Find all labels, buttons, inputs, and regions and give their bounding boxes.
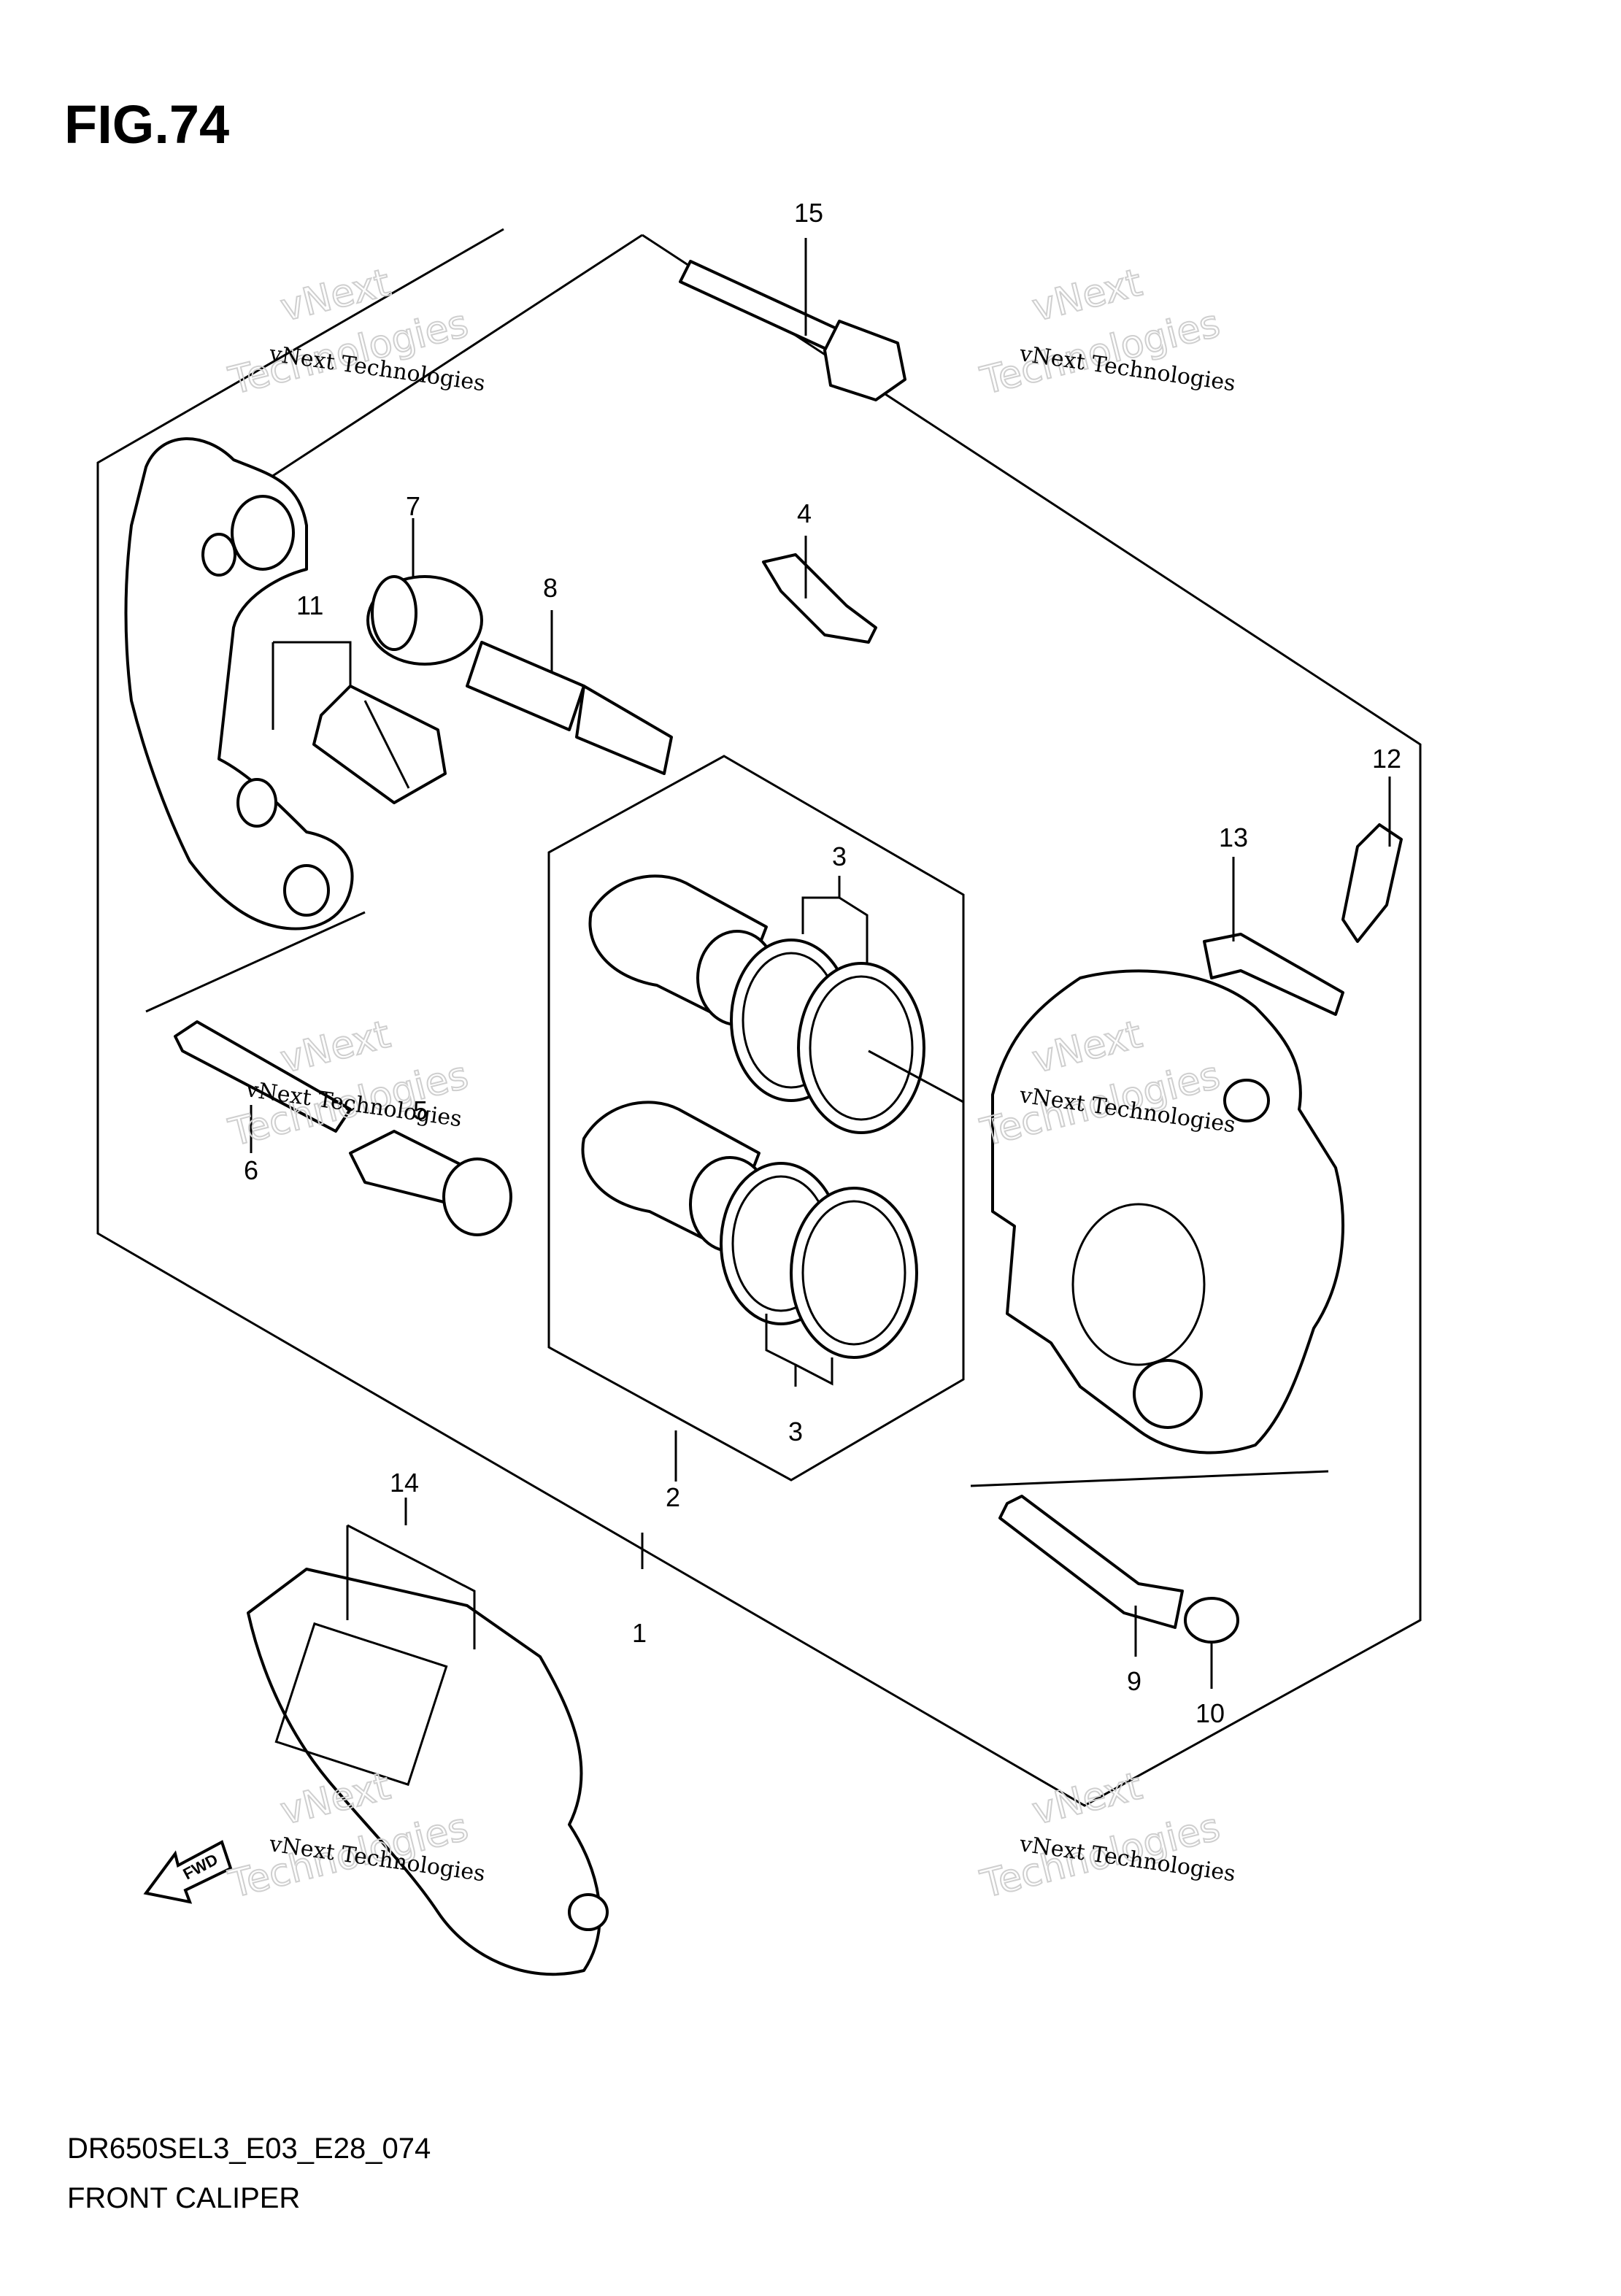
caliper-bracket [124, 437, 354, 931]
seal-kit-outline-2 [547, 755, 965, 1482]
callout-14: 14 [390, 1468, 419, 1498]
leader-lines [250, 238, 1391, 1689]
plug-10 [1184, 1597, 1239, 1644]
callout-10: 10 [1195, 1698, 1225, 1728]
boot-5 [349, 1130, 512, 1236]
callout-2: 2 [666, 1482, 680, 1512]
fwd-arrow-icon: FWD [143, 1840, 233, 1904]
bleeder-cap-13 [1203, 933, 1344, 1016]
callout-4: 4 [797, 498, 812, 528]
callout-7: 7 [406, 491, 420, 521]
callout-13: 13 [1219, 823, 1248, 852]
bolt-15 [679, 260, 906, 401]
watermark-top-left: vNext Technologies vNext Technologies [224, 261, 487, 404]
figure-name: FRONT CALIPER [67, 2182, 301, 2214]
svg-text:vNext: vNext [1028, 261, 1147, 331]
watermark-bottom-right: vNext Technologies vNext Technologies [976, 1764, 1237, 1908]
callout-11: 11 [296, 590, 323, 620]
bleeder-valve-12 [1341, 823, 1403, 943]
assembly-outline-1 [96, 228, 1422, 1807]
callout-5: 5 [413, 1095, 428, 1125]
svg-text:vNext: vNext [277, 261, 395, 331]
brake-pad-14 [247, 1568, 609, 1976]
callout-8: 8 [543, 573, 558, 603]
callout-3-lower: 3 [788, 1417, 803, 1446]
callout-12: 12 [1372, 744, 1401, 774]
callout-15: 15 [794, 198, 823, 228]
pad-spring-4 [762, 553, 877, 644]
watermark-top-right: vNext Technologies vNext Technologies [976, 261, 1237, 404]
svg-text:vNext: vNext [277, 1013, 395, 1082]
spring-11 [312, 685, 447, 804]
pad-pin-9 [998, 1495, 1184, 1629]
svg-text:vNext: vNext [1028, 1765, 1147, 1834]
callout-1: 1 [632, 1618, 647, 1648]
figure-title: FIG.74 [64, 94, 230, 155]
callout-9: 9 [1127, 1666, 1141, 1696]
callout-6: 6 [244, 1155, 258, 1185]
callout-3-upper: 3 [832, 841, 847, 871]
seal-lower-b [790, 1187, 918, 1359]
seal-upper-b [797, 962, 925, 1134]
watermark-mid-left: vNext Technologies vNext Technologies [224, 1012, 474, 1156]
pin-6 [174, 1020, 352, 1133]
pin-8 [466, 641, 673, 775]
boot-7 [366, 575, 483, 666]
figure-code: DR650SEL3_E03_E28_074 [67, 2133, 431, 2165]
caliper-body [991, 969, 1344, 1455]
callout-labels: 15 7 8 4 11 3 3 2 1 13 12 6 5 9 10 14 [244, 198, 1401, 1728]
